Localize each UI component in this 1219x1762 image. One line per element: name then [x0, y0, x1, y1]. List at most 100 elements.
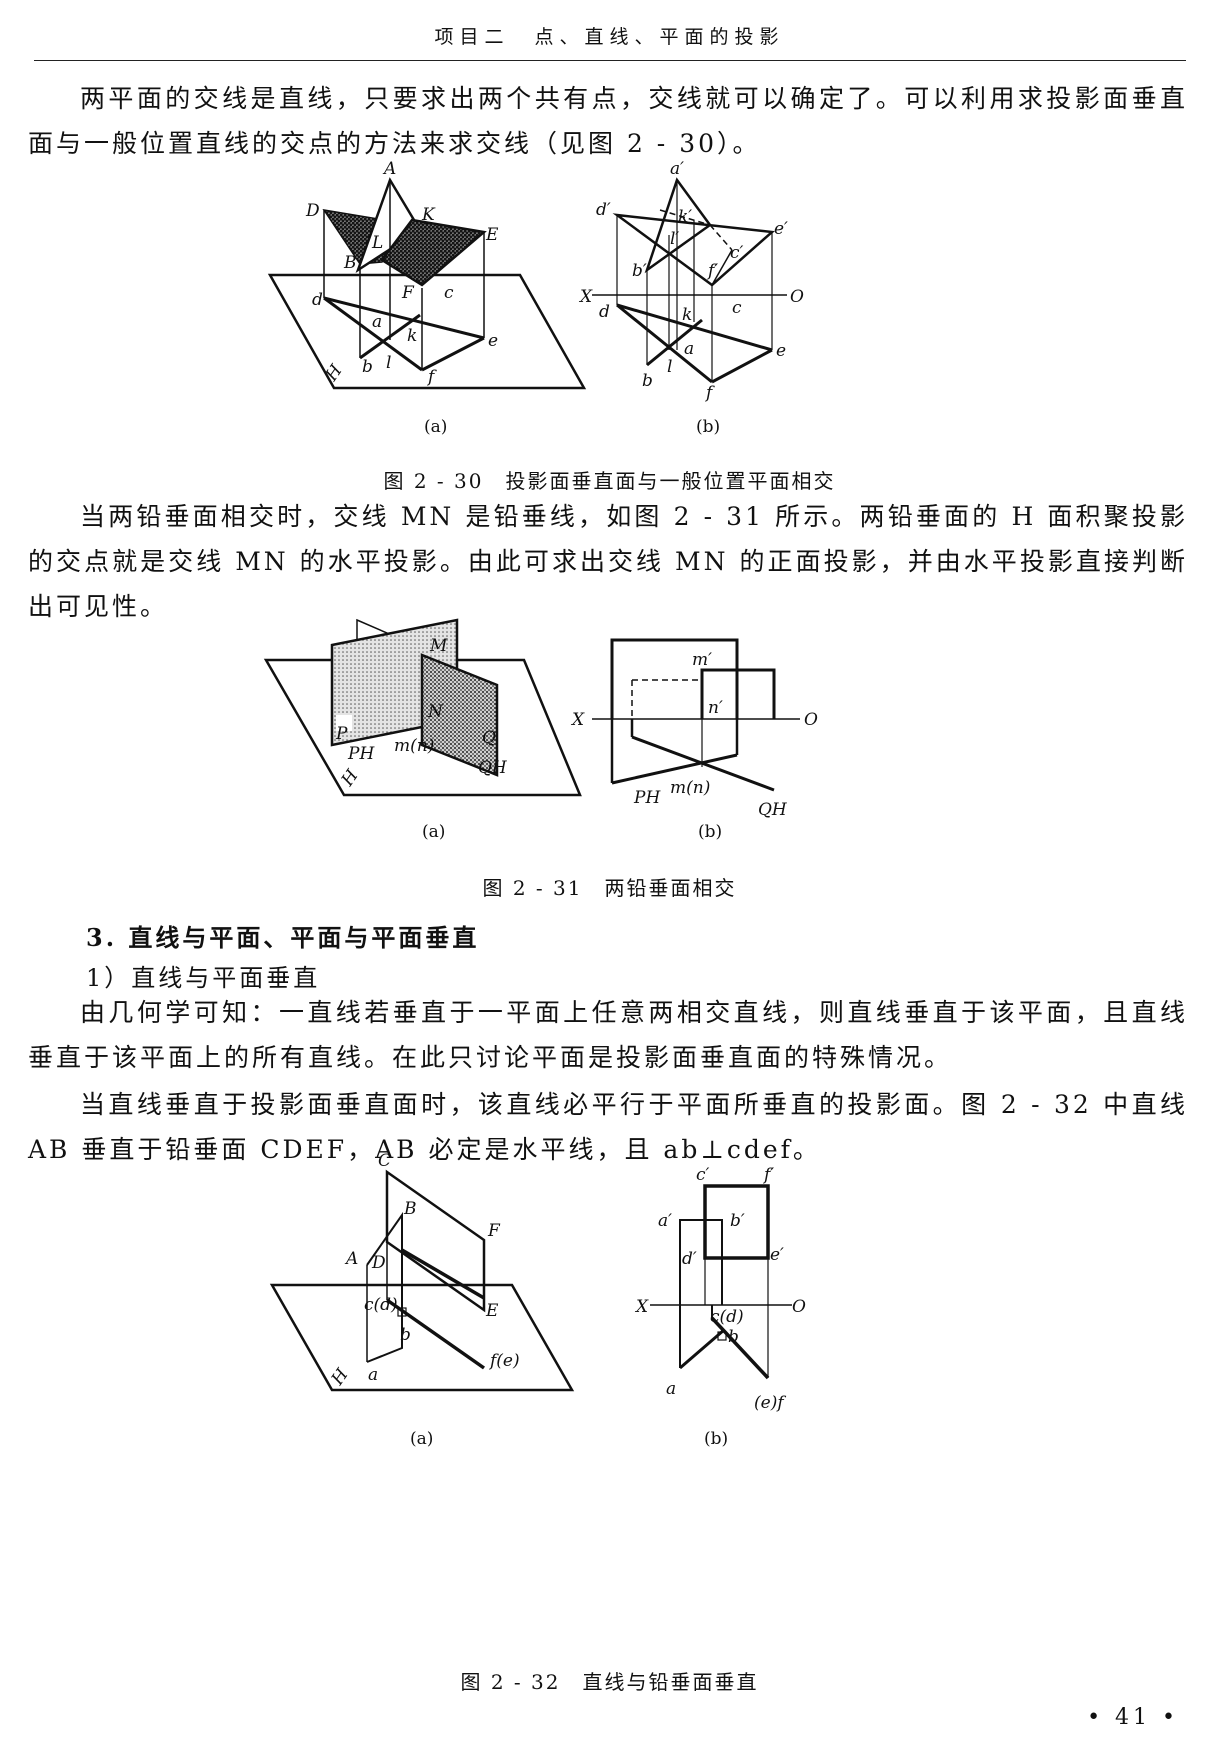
- label-e-prime: e′: [774, 219, 788, 239]
- label-c: c: [444, 283, 454, 303]
- label-d-prime: d′: [596, 200, 611, 220]
- label-a-prime: a′: [670, 160, 684, 179]
- label-c-prime: c′: [696, 1165, 710, 1185]
- figure-2-31b-drawing: [592, 638, 800, 792]
- paragraph-1: 两平面的交线是直线，只要求出两个共有点，交线就可以确定了。可以利用求投影面垂直面…: [28, 84, 1188, 158]
- label-M: M: [429, 636, 448, 656]
- label-d: d: [312, 290, 323, 310]
- label-n-prime: n′: [708, 698, 723, 718]
- subsection-heading: 1）直线与平面垂直: [86, 964, 321, 992]
- label-e: e: [488, 331, 498, 351]
- label-f-prime: f′: [762, 1165, 774, 1185]
- figure-2-32b-labels: c′ f′ a′ b′ d′ e′ X O c(d) b a (e)f (b): [634, 1165, 806, 1449]
- label-X: X: [634, 1297, 649, 1317]
- label-P: P: [335, 724, 348, 744]
- label-e: e: [776, 341, 786, 361]
- label-d-prime: d′: [682, 1249, 697, 1269]
- label-H: H: [321, 360, 347, 385]
- label-N: N: [427, 702, 444, 722]
- label-l-prime: l′: [670, 229, 679, 249]
- label-m-n: m(n): [670, 778, 710, 798]
- label-c-d: c(d): [364, 1295, 398, 1315]
- label-PH: PH: [347, 744, 375, 764]
- label-O: O: [804, 710, 818, 730]
- label-b-prime: b′: [632, 261, 647, 281]
- label-k-prime: k′: [678, 207, 692, 227]
- label-b-prime: b′: [730, 1211, 745, 1231]
- label-e-prime: e′: [770, 1245, 784, 1265]
- label-c-prime: c′: [730, 243, 744, 263]
- label-f: f: [426, 367, 437, 387]
- figure-2-31-caption: 图 2 - 31 两铅垂面相交: [482, 876, 737, 900]
- label-Q: Q: [482, 728, 496, 748]
- label-a: a: [666, 1379, 676, 1399]
- figure-2-30a-drawing: [267, 177, 587, 390]
- figure-2-30a-labels: A D K E L B F c d a k e b l f H (a): [305, 160, 499, 437]
- label-C: C: [378, 1151, 391, 1171]
- label-k: k: [682, 305, 692, 325]
- label-K: K: [421, 205, 436, 225]
- label-e-f: (e)f: [754, 1393, 786, 1413]
- label-F: F: [401, 283, 415, 303]
- label-A: A: [344, 1249, 358, 1269]
- label-a: a: [368, 1365, 378, 1385]
- running-header: 项目二 点、直线、平面的投影: [434, 26, 785, 48]
- label-B: B: [403, 1199, 417, 1219]
- figure-2-31a-labels: M N P PH m(n) Q QH H (a): [335, 636, 508, 842]
- label-X: X: [570, 710, 585, 730]
- label-H: H: [337, 765, 363, 790]
- label-c-d: c(d): [710, 1307, 744, 1327]
- label-X: X: [578, 287, 593, 307]
- figure-2-32: C B F A D c(d) E b f(e) a H (a) c′ f′ a′…: [262, 1150, 822, 1455]
- figure-2-30b-drawing: [592, 177, 787, 384]
- label-QH: QH: [758, 800, 788, 820]
- label-E: E: [485, 1301, 499, 1321]
- figure-2-30b-labels: a′ d′ k′ e′ l′ c′ b′ f′ X O d k c a l e …: [578, 160, 804, 437]
- label-O: O: [792, 1297, 806, 1317]
- label-b: b: [728, 1327, 739, 1347]
- subfigure-a-label: (a): [424, 417, 447, 437]
- label-m-n: m(n): [394, 736, 434, 756]
- figure-2-31b-labels: m′ n′ X O PH m(n) QH (b): [570, 650, 818, 842]
- figure-2-32a-labels: C B F A D c(d) E b f(e) a H (a): [327, 1151, 519, 1449]
- label-QH: QH: [478, 758, 508, 778]
- label-f-e: f(e): [488, 1351, 520, 1371]
- paragraph-3: 由几何学可知：一直线若垂直于一平面上任意两相交直线，则直线垂直于该平面，且直线垂…: [28, 998, 1188, 1072]
- subfigure-a-label: (a): [422, 822, 445, 842]
- label-b: b: [400, 1325, 411, 1345]
- section-heading: 3. 直线与平面、平面与平面垂直: [86, 923, 480, 952]
- paragraph-4: 当直线垂直于投影面垂直面时，该直线必平行于平面所垂直的投影面。图 2 - 32 …: [28, 1090, 1188, 1164]
- subfigure-a-label: (a): [410, 1429, 433, 1449]
- label-L: L: [371, 233, 383, 253]
- subfigure-b-label: (b): [696, 417, 720, 437]
- label-k: k: [407, 326, 417, 346]
- label-a: a: [372, 312, 382, 332]
- label-B: B: [343, 253, 357, 273]
- label-l: l: [667, 357, 672, 377]
- figure-2-30-caption: 图 2 - 30 投影面垂直面与一般位置平面相交: [383, 469, 836, 493]
- label-m-prime: m′: [692, 650, 712, 670]
- label-E: E: [485, 225, 499, 245]
- label-d: d: [599, 302, 610, 322]
- figure-2-31a-drawing: [263, 618, 582, 797]
- header-rule: [34, 60, 1186, 61]
- figure-2-32-caption: 图 2 - 32 直线与铅垂面垂直: [460, 1670, 759, 1694]
- label-f-prime: f′: [706, 261, 718, 281]
- subfigure-b-label: (b): [698, 822, 722, 842]
- label-D: D: [371, 1253, 386, 1273]
- label-l: l: [386, 353, 391, 373]
- paragraph-2: 当两铅垂面相交时，交线 MN 是铅垂线，如图 2 - 31 所示。两铅垂面的 H…: [28, 502, 1188, 621]
- label-b: b: [642, 371, 653, 391]
- label-f: f: [704, 383, 715, 403]
- figure-2-31: M N P PH m(n) Q QH H (a) m′ n′ X O PH m(…: [262, 615, 822, 845]
- label-b: b: [362, 357, 373, 377]
- subfigure-b-label: (b): [704, 1429, 728, 1449]
- label-a-prime: a′: [658, 1211, 672, 1231]
- label-D: D: [305, 201, 320, 221]
- label-a: a: [684, 339, 694, 359]
- label-F: F: [487, 1221, 501, 1241]
- label-A: A: [382, 160, 396, 179]
- label-O: O: [790, 287, 804, 307]
- figure-2-30: A D K E L B F c d a k e b l f H (a): [262, 160, 822, 445]
- figure-2-32b-drawing: [650, 1184, 792, 1380]
